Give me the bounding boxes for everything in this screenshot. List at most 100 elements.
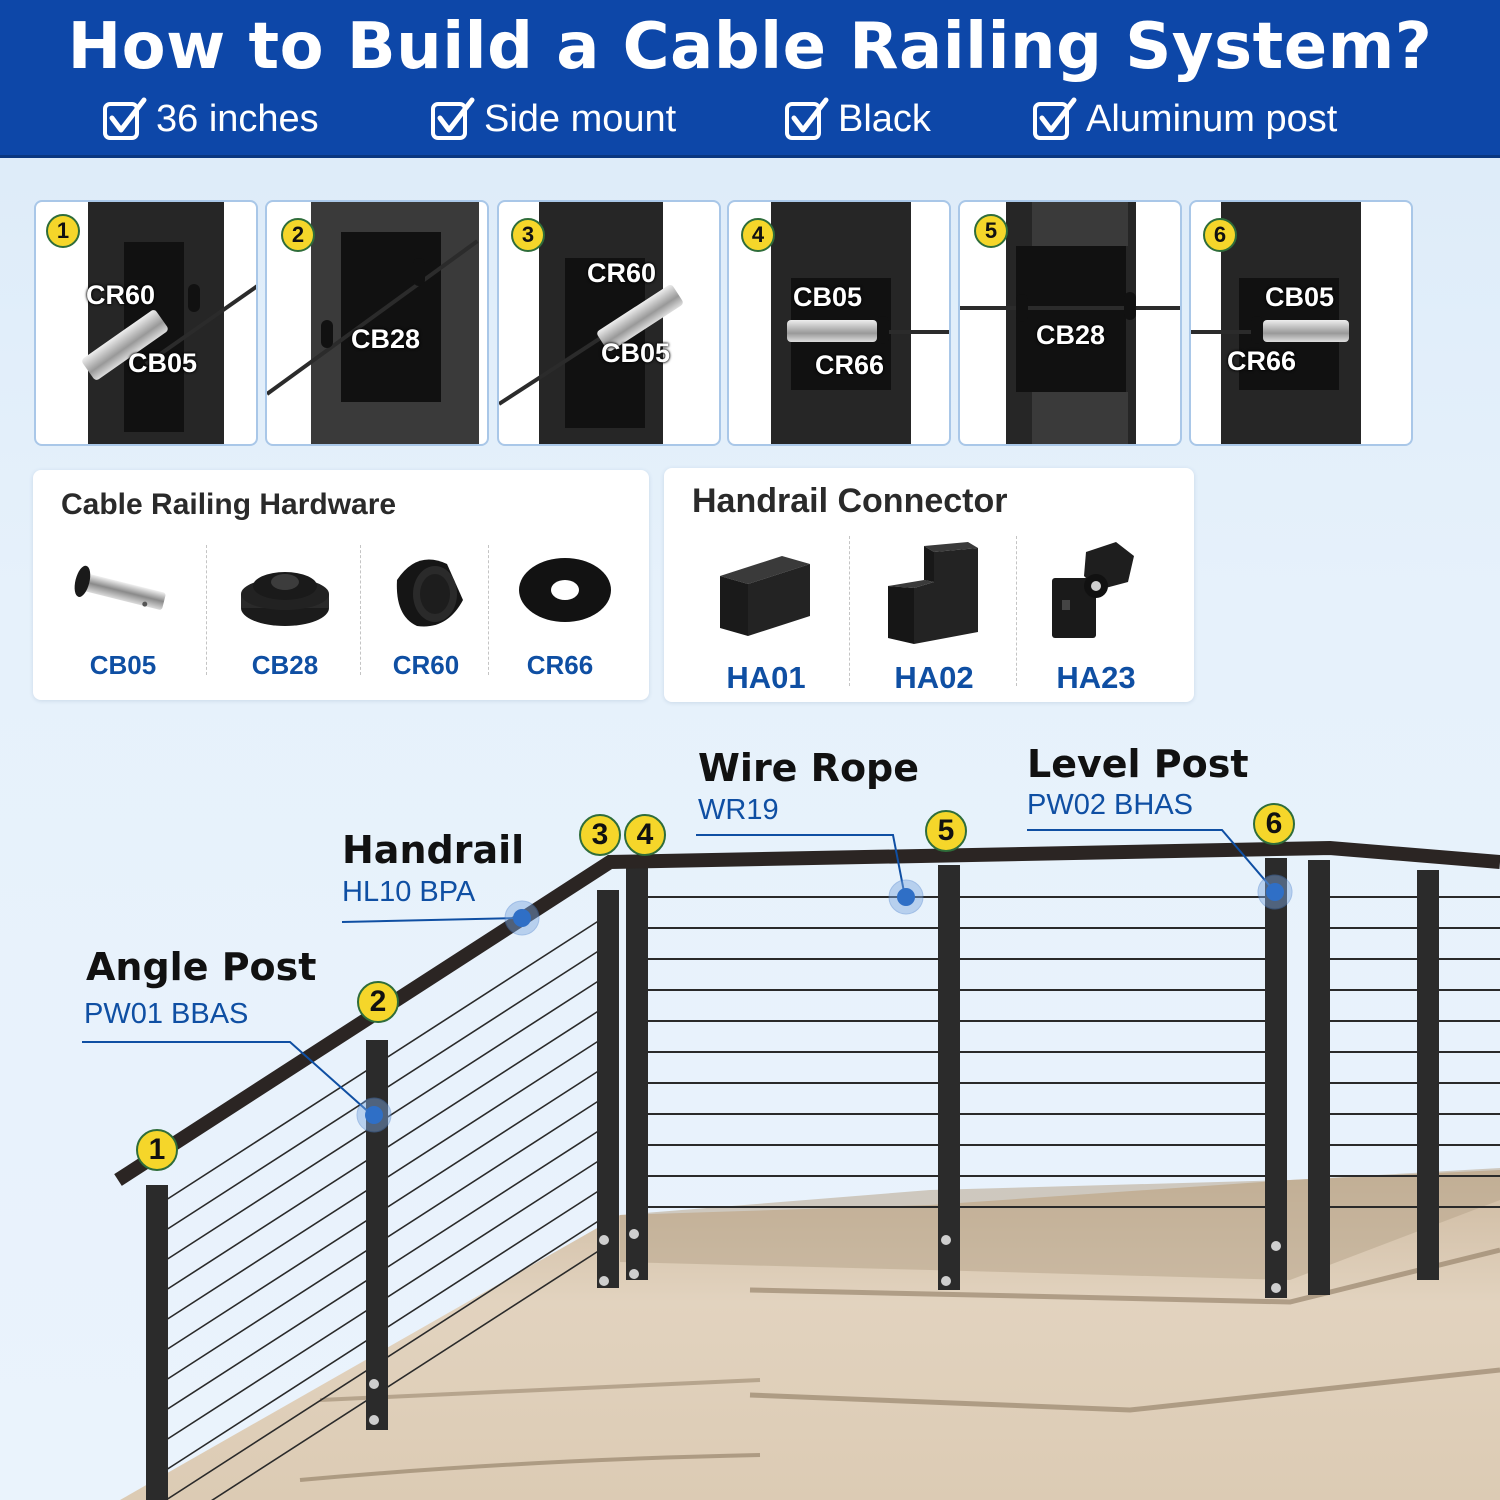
step-badge: 6 xyxy=(1203,218,1237,252)
hardware-title: Cable Railing Hardware xyxy=(61,488,397,521)
level-post xyxy=(1417,870,1439,1280)
hinge-connector-icon xyxy=(1052,542,1134,638)
callout-handrail-title: Handrail xyxy=(342,828,525,872)
step-badge: 2 xyxy=(281,218,315,252)
step-panel-3: CR60 CB05 3 xyxy=(497,200,721,446)
feature-label: Black xyxy=(838,97,931,140)
part-code: CR60 xyxy=(392,650,460,680)
grommet-image xyxy=(413,258,425,286)
angle-washer-icon xyxy=(396,559,463,627)
part-tag: CR60 xyxy=(587,258,657,288)
feature-label: Aluminum post xyxy=(1086,97,1338,140)
part-tag: CR66 xyxy=(815,350,885,380)
cable-image xyxy=(960,306,1180,310)
stair-edge xyxy=(319,1378,761,1402)
step-panel-6: CB05 CR66 6 xyxy=(1189,200,1413,446)
step-panel-4: CB05 CR66 4 xyxy=(727,200,951,446)
step-badge: 5 xyxy=(974,214,1008,248)
part-code: HA23 xyxy=(1056,660,1136,695)
post-slot xyxy=(1016,246,1126,392)
fitting-image xyxy=(1263,320,1349,342)
level-post xyxy=(938,865,960,1290)
callout-angle-post-code: PW01 BBAS xyxy=(84,998,249,1030)
part-tag: CB28 xyxy=(1036,320,1106,350)
step-badge: 3 xyxy=(511,218,545,252)
part-tag: CB05 xyxy=(601,338,671,368)
grommet-icon xyxy=(241,572,329,626)
feature-item: Aluminum post xyxy=(1032,96,1337,142)
flat-washer-icon xyxy=(519,558,611,622)
callout-level-post-code: PW02 BHAS xyxy=(1027,789,1193,821)
pin-bolt-icon xyxy=(74,565,166,610)
part-code: HA02 xyxy=(894,660,974,695)
callout-dots xyxy=(356,874,1293,1133)
feature-list: 36 inches Side mount Black Aluminum post xyxy=(0,96,1500,146)
step-panel-5: CB28 5 xyxy=(958,200,1182,446)
post-base xyxy=(1032,392,1128,444)
diagram-badge-6: 6 xyxy=(1253,803,1295,845)
l-connector-icon xyxy=(888,542,978,644)
angle-post xyxy=(366,1040,388,1430)
handrail xyxy=(114,840,1500,1186)
checkbox-checked-icon xyxy=(431,97,475,140)
grommet-image xyxy=(1251,316,1263,344)
step-badge: 1 xyxy=(46,214,80,248)
divider xyxy=(1016,536,1017,686)
checkbox-checked-icon xyxy=(103,97,147,140)
level-post xyxy=(1308,860,1330,1295)
grommet-image xyxy=(1016,294,1028,322)
checkbox-checked-icon xyxy=(1033,97,1077,140)
part-code: CR66 xyxy=(526,650,594,680)
callout-wire-rope-title: Wire Rope xyxy=(698,746,920,790)
leader-lines xyxy=(82,829,1276,1116)
cable-image xyxy=(1191,330,1271,334)
diagram-badge-5: 5 xyxy=(925,810,967,852)
diagram-badge-2: 2 xyxy=(357,981,399,1023)
angle-post xyxy=(597,890,619,1288)
part-code: CB05 xyxy=(89,650,157,680)
stair-edge xyxy=(749,1367,1500,1413)
block-connector-icon xyxy=(720,556,810,636)
feature-item: 36 inches xyxy=(102,96,319,142)
diagram-badge-1: 1 xyxy=(136,1129,178,1171)
part-tag: CB05 xyxy=(1265,282,1335,312)
stair-edge xyxy=(299,1453,761,1482)
fitting-image xyxy=(787,320,877,342)
part-tag: CB05 xyxy=(128,348,198,378)
post-cap xyxy=(1032,202,1128,246)
feature-item: Black xyxy=(784,96,931,142)
posts xyxy=(146,858,1439,1500)
grommet-image xyxy=(188,284,200,312)
level-cables xyxy=(646,896,1500,1208)
connector-card: Handrail Connector HA01 HA02 HA23 xyxy=(664,468,1194,702)
cable-image xyxy=(869,330,949,334)
hardware-card: Cable Railing Hardware CB05 CB28 CR60 CR… xyxy=(33,470,649,700)
grommet-image xyxy=(1124,292,1136,320)
post-bolts xyxy=(369,1229,1281,1425)
divider xyxy=(360,545,361,675)
part-code: CB28 xyxy=(251,650,319,680)
angle-post xyxy=(146,1185,168,1500)
diagram-badge-4: 4 xyxy=(624,814,666,856)
page-title: How to Build a Cable Railing System? xyxy=(67,10,1433,84)
feature-item: Side mount xyxy=(430,96,676,142)
callout-angle-post-title: Angle Post xyxy=(86,945,317,989)
part-code: HA01 xyxy=(726,660,806,695)
step-badge: 4 xyxy=(741,218,775,252)
feature-label: Side mount xyxy=(484,97,677,140)
part-tag: CR60 xyxy=(86,280,156,310)
callout-wire-rope-code: WR19 xyxy=(698,794,779,826)
checkbox-checked-icon xyxy=(785,97,829,140)
level-post xyxy=(626,868,648,1280)
part-tag: CR66 xyxy=(1227,346,1297,376)
divider xyxy=(488,545,489,675)
step-panel-1: CR60 CB05 1 xyxy=(34,200,258,446)
grommet-image xyxy=(877,316,889,344)
callout-handrail-code: HL10 BPA xyxy=(342,876,476,908)
grommet-image xyxy=(321,320,333,348)
part-tag: CB05 xyxy=(793,282,863,312)
header-banner: How to Build a Cable Railing System? 36 … xyxy=(0,0,1500,158)
step-panel-2: CB28 2 xyxy=(265,200,489,446)
feature-label: 36 inches xyxy=(156,97,319,140)
